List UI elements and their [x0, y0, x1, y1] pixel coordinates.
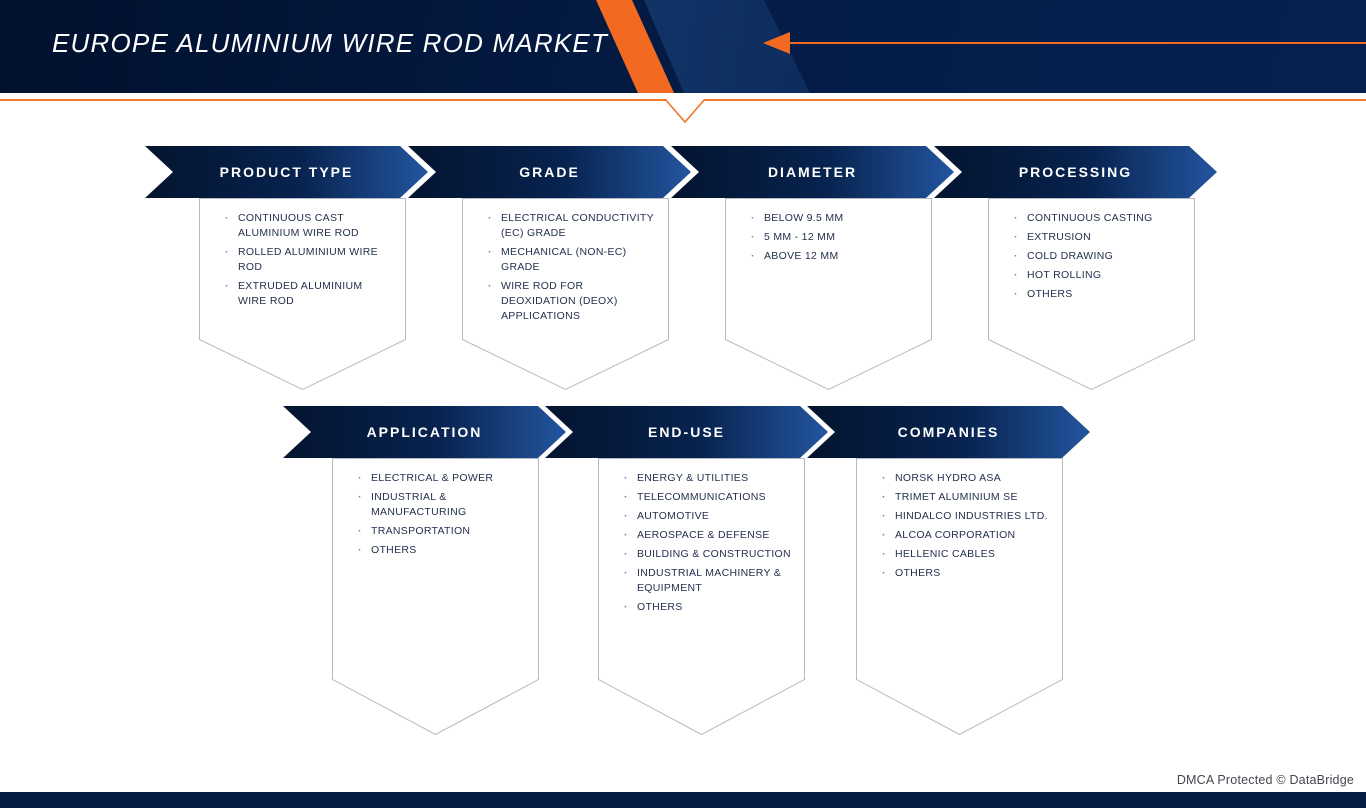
- list-item: HINDALCO INDUSTRIES LTD.: [880, 509, 1049, 524]
- list-item: HOT ROLLING: [1012, 268, 1181, 283]
- list-item: OTHERS: [356, 543, 525, 558]
- list-item: BELOW 9.5 MM: [749, 211, 918, 226]
- segment-list: ELECTRICAL & POWER INDUSTRIAL & MANUFACTU…: [332, 458, 539, 735]
- list-item: ELECTRICAL CONDUCTIVITY (EC) GRADE: [486, 211, 655, 241]
- segment-ribbon-grade: GRADE: [408, 146, 691, 198]
- segment-label: GRADE: [519, 164, 580, 180]
- down-chevron-icon: [665, 99, 705, 124]
- list-item: ROLLED ALUMINIUM WIRE ROD: [223, 245, 392, 275]
- segment-list: CONTINUOUS CAST ALUMINIUM WIRE ROD ROLLED…: [199, 198, 406, 390]
- header-accent-line: [789, 42, 1366, 44]
- list-item: MECHANICAL (NON-EC) GRADE: [486, 245, 655, 275]
- segment-label: COMPANIES: [897, 424, 1000, 440]
- footer-bar: [0, 792, 1366, 808]
- list-item: NORSK HYDRO ASA: [880, 471, 1049, 486]
- segment-label: PRODUCT TYPE: [219, 164, 354, 180]
- list-item: ALCOA CORPORATION: [880, 528, 1049, 543]
- list-item: CONTINUOUS CASTING: [1012, 211, 1181, 226]
- list-item: TELECOMMUNICATIONS: [622, 490, 791, 505]
- segment-box-diameter: BELOW 9.5 MM 5 MM - 12 MM ABOVE 12 MM: [725, 198, 932, 390]
- segment-box-processing: CONTINUOUS CASTING EXTRUSION COLD DRAWING H…: [988, 198, 1195, 390]
- page-title: EUROPE ALUMINIUM WIRE ROD MARKET: [52, 28, 609, 58]
- list-item: OTHERS: [1012, 287, 1181, 302]
- header-banner: EUROPE ALUMINIUM WIRE ROD MARKET: [0, 0, 1366, 93]
- list-item: INDUSTRIAL & MANUFACTURING: [356, 490, 525, 520]
- list-item: COLD DRAWING: [1012, 249, 1181, 264]
- list-item: AEROSPACE & DEFENSE: [622, 528, 791, 543]
- list-item: HELLENIC CABLES: [880, 547, 1049, 562]
- list-item: EXTRUSION: [1012, 230, 1181, 245]
- list-item: TRIMET ALUMINIUM SE: [880, 490, 1049, 505]
- segment-ribbon-processing: PROCESSING: [934, 146, 1217, 198]
- segment-list: NORSK HYDRO ASA TRIMET ALUMINIUM SE HINDAL…: [856, 458, 1063, 735]
- list-item: INDUSTRIAL MACHINERY & EQUIPMENT: [622, 566, 791, 596]
- dmca-text: DMCA Protected © DataBridge: [1176, 773, 1354, 787]
- left-arrow-icon: [763, 32, 790, 54]
- pennant-outline: [725, 198, 932, 390]
- list-item: ENERGY & UTILITIES: [622, 471, 791, 486]
- segment-ribbon-companies: COMPANIES: [807, 406, 1090, 458]
- list-item: BUILDING & CONSTRUCTION: [622, 547, 791, 562]
- segment-box-application: ELECTRICAL & POWER INDUSTRIAL & MANUFACTU…: [332, 458, 539, 735]
- segment-list: BELOW 9.5 MM 5 MM - 12 MM ABOVE 12 MM: [725, 198, 932, 390]
- segment-label: END-USE: [647, 424, 725, 440]
- segment-ribbon-application: APPLICATION: [283, 406, 566, 458]
- segment-box-end-use: ENERGY & UTILITIES TELECOMMUNICATIONS AUTO…: [598, 458, 805, 735]
- segment-label: PROCESSING: [1018, 164, 1133, 180]
- list-item: 5 MM - 12 MM: [749, 230, 918, 245]
- segment-box-companies: NORSK HYDRO ASA TRIMET ALUMINIUM SE HINDAL…: [856, 458, 1063, 735]
- list-item: WIRE ROD FOR DEOXIDATION (DEOX) APPLICAT…: [486, 279, 655, 324]
- list-item: AUTOMOTIVE: [622, 509, 791, 524]
- list-item: OTHERS: [880, 566, 1049, 581]
- list-item: ABOVE 12 MM: [749, 249, 918, 264]
- segment-label: APPLICATION: [366, 424, 483, 440]
- list-item: CONTINUOUS CAST ALUMINIUM WIRE ROD: [223, 211, 392, 241]
- list-item: OTHERS: [622, 600, 791, 615]
- segment-ribbon-diameter: DIAMETER: [671, 146, 954, 198]
- segment-box-grade: ELECTRICAL CONDUCTIVITY (EC) GRADE MECHAN…: [462, 198, 669, 390]
- segment-list: ENERGY & UTILITIES TELECOMMUNICATIONS AUTO…: [598, 458, 805, 735]
- segment-ribbon-product-type: PRODUCT TYPE: [145, 146, 428, 198]
- list-item: TRANSPORTATION: [356, 524, 525, 539]
- segment-label: DIAMETER: [767, 164, 858, 180]
- list-item: EXTRUDED ALUMINIUM WIRE ROD: [223, 279, 392, 309]
- segment-list: ELECTRICAL CONDUCTIVITY (EC) GRADE MECHAN…: [462, 198, 669, 390]
- segment-box-product-type: CONTINUOUS CAST ALUMINIUM WIRE ROD ROLLED…: [199, 198, 406, 390]
- segment-list: CONTINUOUS CASTING EXTRUSION COLD DRAWING H…: [988, 198, 1195, 390]
- segment-ribbon-end-use: END-USE: [545, 406, 828, 458]
- list-item: ELECTRICAL & POWER: [356, 471, 525, 486]
